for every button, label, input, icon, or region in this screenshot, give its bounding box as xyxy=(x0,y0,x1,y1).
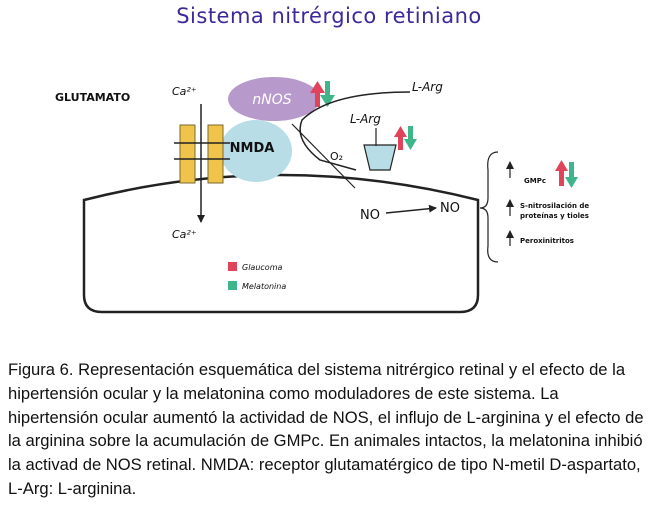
svg-text:proteínas y tioles: proteínas y tioles xyxy=(520,212,589,220)
effects-brace xyxy=(479,151,499,263)
calcium-channel-left xyxy=(179,124,196,184)
effect-gmpc: GMPc xyxy=(506,160,578,188)
svg-text:Peroxinitritos: Peroxinitritos xyxy=(520,237,574,245)
nitrergic-system-diagram: nNOS NMDA GLUTAMATO Ca²⁺ Ca²⁺ L-Arg L-Ar… xyxy=(55,77,589,314)
nmda-label: NMDA xyxy=(230,141,275,156)
larg-top-label: L-Arg xyxy=(412,80,443,94)
no-left-label: NO xyxy=(360,208,380,223)
nnos-modulation-arrows xyxy=(310,81,335,107)
transporter-modulation-arrows xyxy=(394,126,417,150)
legend: Glaucoma Melatonina xyxy=(228,262,286,291)
no-release-arrow xyxy=(385,204,437,214)
larg-transport-curve xyxy=(299,91,411,171)
no-right-label: NO xyxy=(440,201,460,216)
calcium-top-label: Ca²⁺ xyxy=(172,85,197,98)
cell-membrane xyxy=(82,173,480,314)
no-production-line xyxy=(291,123,356,189)
calcium-channel-right xyxy=(207,124,224,184)
svg-text:S-nitrosilación de: S-nitrosilación de xyxy=(520,202,589,210)
oxygen-label: O₂ xyxy=(330,150,343,163)
larg-mid-label: L-Arg xyxy=(350,112,381,126)
legend-label-glaucoma: Glaucoma xyxy=(242,263,282,272)
effect-s-nitrosylation: S-nitrosilación de proteínas y tioles xyxy=(506,199,589,220)
legend-swatch-melatonina xyxy=(228,281,237,290)
larg-transporter xyxy=(363,144,397,171)
glutamato-label: GLUTAMATO xyxy=(55,91,130,104)
nnos-enzyme xyxy=(228,77,320,121)
diagram-title: Sistema nitrérgico retiniano xyxy=(176,4,482,28)
legend-label-melatonina: Melatonina xyxy=(242,282,286,291)
figure-caption: Figura 6. Representación esquemática del… xyxy=(8,360,644,498)
legend-swatch-glaucoma xyxy=(228,262,237,271)
nnos-label: nNOS xyxy=(252,92,291,108)
nmda-receptor xyxy=(220,120,292,182)
effect-peroxynitrites: Peroxinitritos xyxy=(506,230,574,246)
svg-text:GMPc: GMPc xyxy=(524,177,546,185)
calcium-bottom-label: Ca²⁺ xyxy=(172,228,197,241)
